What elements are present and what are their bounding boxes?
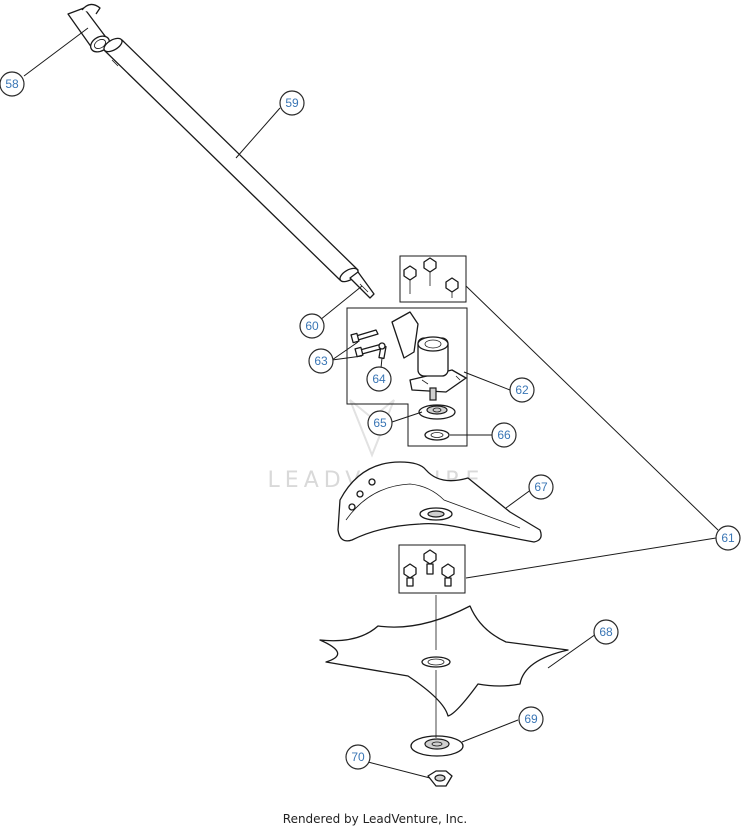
callout-67[interactable]: 67 xyxy=(528,474,554,500)
svg-text:70: 70 xyxy=(351,750,365,764)
svg-text:65: 65 xyxy=(373,416,387,430)
part-59-shaft-tube[interactable] xyxy=(102,36,360,285)
callout-68[interactable]: 68 xyxy=(593,619,619,645)
callout-70[interactable]: 70 xyxy=(345,744,371,770)
callout-65[interactable]: 65 xyxy=(367,410,393,436)
leader-lines xyxy=(23,27,719,779)
svg-text:63: 63 xyxy=(314,354,328,368)
part-70-nut[interactable] xyxy=(427,770,453,787)
svg-text:60: 60 xyxy=(305,319,319,333)
part-68-cutting-blade[interactable] xyxy=(319,605,569,717)
callout-64[interactable]: 64 xyxy=(366,366,392,392)
part-69-retainer[interactable] xyxy=(410,735,464,757)
callout-69[interactable]: 69 xyxy=(518,706,544,732)
part-60-drive-shaft[interactable] xyxy=(349,271,375,299)
part-66-washer[interactable] xyxy=(424,429,450,441)
callout-63[interactable]: 63 xyxy=(308,348,334,374)
svg-text:58: 58 xyxy=(5,77,19,91)
svg-text:67: 67 xyxy=(534,480,548,494)
part-67-blade-guard[interactable] xyxy=(337,461,542,543)
svg-text:59: 59 xyxy=(285,96,299,110)
callout-58[interactable]: 58 xyxy=(0,71,25,97)
callout-61[interactable]: 61 xyxy=(715,525,741,551)
svg-text:64: 64 xyxy=(372,372,386,386)
part-61-nut-kit-top[interactable] xyxy=(399,255,467,303)
part-61-bolt-kit-bottom[interactable] xyxy=(398,544,466,594)
svg-text:69: 69 xyxy=(524,712,538,726)
callout-66[interactable]: 66 xyxy=(491,422,517,448)
svg-text:62: 62 xyxy=(515,383,529,397)
callout-62[interactable]: 62 xyxy=(509,377,535,403)
callout-59[interactable]: 59 xyxy=(279,90,305,116)
render-credit: Rendered by LeadVenture, Inc. xyxy=(282,812,468,826)
part-62-gear-head[interactable] xyxy=(346,307,468,447)
part-65-adapter[interactable] xyxy=(418,404,456,420)
svg-text:66: 66 xyxy=(497,428,511,442)
svg-text:61: 61 xyxy=(721,531,735,545)
callout-60[interactable]: 60 xyxy=(299,313,325,339)
svg-text:68: 68 xyxy=(599,625,613,639)
part-64-small-screw[interactable] xyxy=(378,342,387,360)
